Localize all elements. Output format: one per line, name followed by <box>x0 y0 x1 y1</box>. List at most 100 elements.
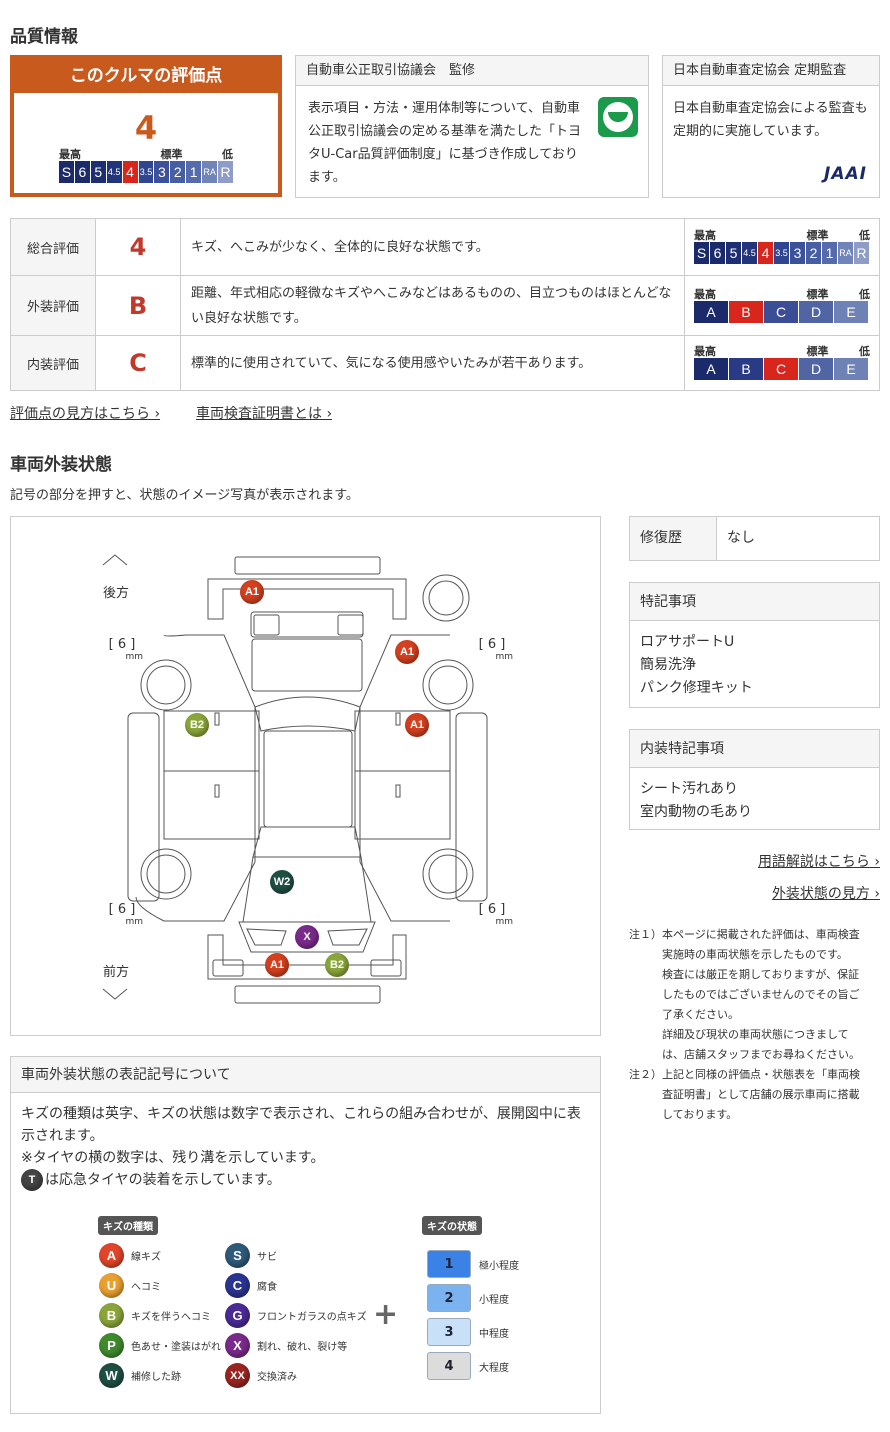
special-item: 簡易洗浄 <box>640 657 696 673</box>
scale-std: 標準 <box>806 345 829 358</box>
scale-cell: 4.5 <box>742 242 757 264</box>
scale-high: 最高 <box>694 345 716 358</box>
scale-cell: 4 <box>122 161 138 183</box>
scale-std: 標準 <box>806 229 829 242</box>
damage-type-icon: B <box>99 1303 124 1328</box>
scale-cell: D <box>799 358 833 380</box>
damage-state-1: 1 極小程度 <box>427 1250 519 1278</box>
scale-low: 低 <box>859 287 870 301</box>
damage-type-P: P 色あせ・塗装はがれ <box>99 1333 221 1358</box>
scale-cell: A <box>694 300 728 323</box>
score-box-title: このクルマの評価点 <box>14 59 278 93</box>
rating-desc: 標準的に使用されていて、気になる使用感やいたみが若干あります。 <box>180 335 685 391</box>
certificate-link[interactable]: 車両検査証明書とは › <box>196 406 333 422</box>
scale-cell: B <box>729 300 763 323</box>
scale-cell: 6 <box>74 161 90 183</box>
scale-std: 標準 <box>806 287 829 301</box>
audit-text: 日本自動車査定協会による監査も定期的に実施しています。 <box>673 101 868 139</box>
scale-low: 低 <box>859 229 870 242</box>
supervision-box: 自動車公正取引協議会 監修 表示項目・方法・運用体制等について、自動車公正取引協… <box>295 55 649 198</box>
scale-cell: B <box>729 358 763 380</box>
damage-marker[interactable]: A1 <box>405 713 429 737</box>
damage-marker[interactable]: A1 <box>240 580 264 604</box>
damage-state-icon: 1 <box>427 1250 471 1278</box>
scale-cell: RA <box>202 161 218 183</box>
damage-marker[interactable]: X <box>295 925 319 949</box>
score-help-link[interactable]: 評価点の見方はこちら › <box>10 406 161 422</box>
damage-type-label: キズを伴うへコミ <box>131 1312 211 1323</box>
types-tag: キズの種類 <box>98 1216 158 1235</box>
section-title: 品質情報 <box>10 27 78 47</box>
damage-marker[interactable]: A1 <box>265 953 289 977</box>
scale-cell: 3 <box>790 242 805 264</box>
note-1: 注１）本ページに掲載された評価は、車両検査 実施時の車両状態を示したものです。検… <box>629 928 860 1121</box>
scale-cell: A <box>694 358 728 380</box>
rear-label: 後方 <box>103 586 130 601</box>
scale-cell: D <box>799 300 833 323</box>
damage-marker[interactable]: B2 <box>325 953 349 977</box>
damage-marker[interactable]: A1 <box>395 640 419 664</box>
interior-notes: 内装特記事項 シート汚れあり室内動物の毛あり <box>629 729 880 830</box>
damage-state-icon: 3 <box>427 1318 471 1346</box>
scale-high: 最高 <box>59 148 81 161</box>
scale-cell: 1 <box>822 242 837 264</box>
damage-marker[interactable]: B2 <box>185 713 209 737</box>
scale-cell: 4 <box>758 242 773 264</box>
damage-type-label: 割れ、破れ、裂け等 <box>257 1342 348 1353</box>
special-item: パンク修理キット <box>640 680 753 696</box>
scale-high: 最高 <box>694 229 716 242</box>
damage-type-icon: G <box>225 1303 250 1328</box>
front-label: 前方 <box>103 965 130 980</box>
legend-title: 車両外装状態の表記記号について <box>11 1057 600 1093</box>
damage-type-label: へコミ <box>131 1282 161 1293</box>
states-tag: キズの状態 <box>422 1216 482 1235</box>
score-value: 4 <box>134 109 158 147</box>
rating-desc: 距離、年式相応の軽微なキズやへこみなどはあるものの、目立つものはほとんどない良好… <box>180 275 685 336</box>
car-outline <box>102 554 488 1004</box>
damage-type-icon: W <box>99 1363 124 1388</box>
scale-cell: S <box>59 161 74 183</box>
damage-type-U: U へコミ <box>99 1273 161 1298</box>
rating-label: 総合評価 <box>10 218 96 276</box>
scale-cell: 2 <box>170 161 186 183</box>
damage-state-label: 小程度 <box>479 1294 509 1306</box>
tread-front-right: [ 6 ]mm <box>478 902 513 927</box>
glossary-link[interactable]: 用語解説はこちら › <box>757 854 880 870</box>
damage-type-icon: S <box>225 1243 250 1268</box>
supervision-text: 表示項目・方法・運用体制等について、自動車公正取引協議会の定める基準を満たした「… <box>308 101 582 185</box>
damage-type-label: 色あせ・塗装はがれ <box>131 1342 221 1353</box>
scale-cell: 6 <box>710 242 725 264</box>
tread-front-left: [ 6 ]mm <box>108 902 143 927</box>
scale-high: 最高 <box>694 287 716 301</box>
damage-marker[interactable]: W2 <box>270 870 294 894</box>
damage-type-icon: P <box>99 1333 124 1358</box>
damage-state-2: 2 小程度 <box>427 1284 509 1312</box>
plus-icon: + <box>373 1297 399 1332</box>
scale-cell: E <box>834 358 868 380</box>
interior-title: 内装特記事項 <box>630 730 879 768</box>
scale-std: 標準 <box>160 148 183 161</box>
damage-state-label: 極小程度 <box>479 1260 519 1272</box>
damage-type-S: S サビ <box>225 1243 277 1268</box>
scale-cell: 4.5 <box>106 161 122 183</box>
damage-type-B: B キズを伴うへコミ <box>99 1303 211 1328</box>
damage-type-label: 線キズ <box>131 1252 161 1263</box>
scale-cell: 3.5 <box>774 242 789 264</box>
legend-line: は応急タイヤの装着を示しています。 <box>45 1172 281 1188</box>
exterior-help-link[interactable]: 外装状態の見方 › <box>771 886 880 902</box>
damage-state-icon: 2 <box>427 1284 471 1312</box>
scale-low: 低 <box>859 345 870 358</box>
scale-cell: 5 <box>726 242 741 264</box>
damage-type-label: サビ <box>257 1252 277 1263</box>
fair-trade-logo-icon <box>598 97 638 137</box>
damage-type-icon: U <box>99 1273 124 1298</box>
